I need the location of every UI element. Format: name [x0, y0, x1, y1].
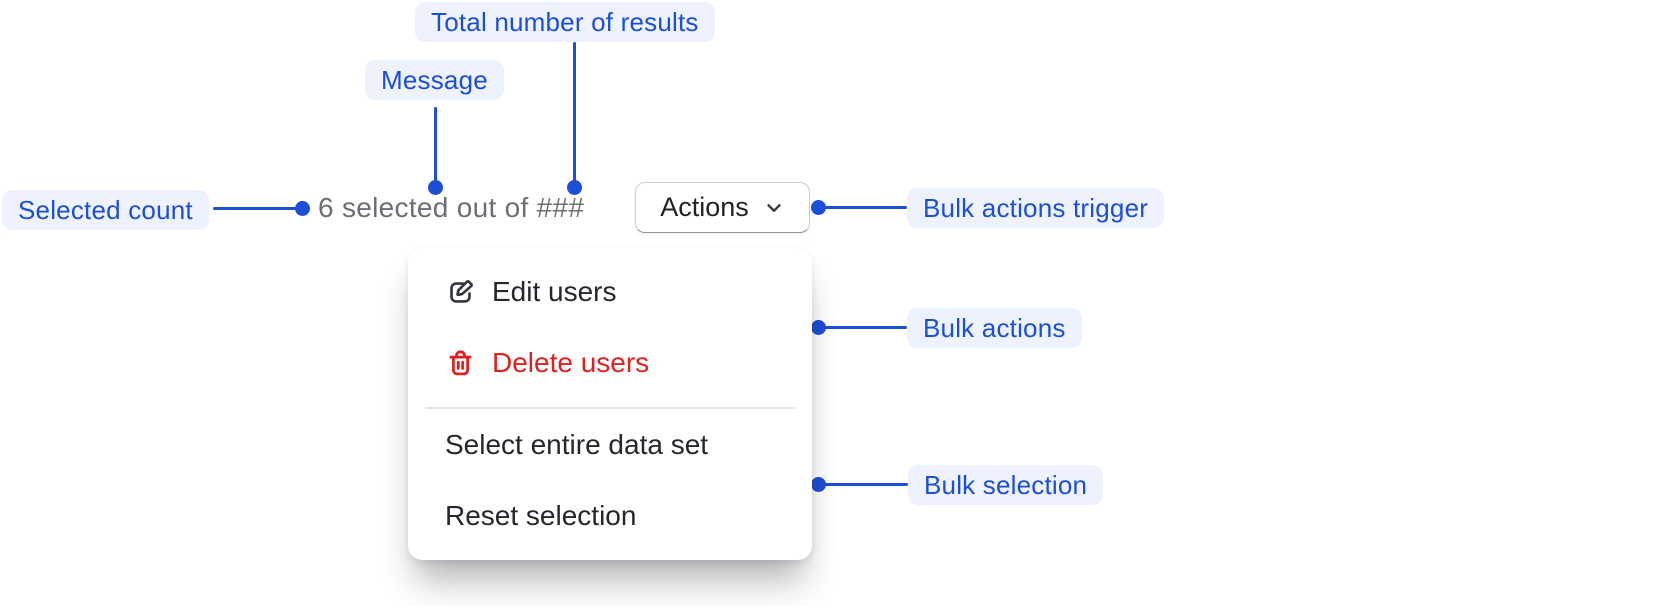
- annotation-label-total-results: Total number of results: [415, 2, 715, 42]
- connector-dot-selected-count: [295, 201, 310, 216]
- annotation-label-bulk-selection: Bulk selection: [908, 465, 1104, 505]
- menu-item-edit-users[interactable]: Edit users: [408, 262, 804, 322]
- menu-item-delete-users[interactable]: Delete users: [408, 333, 804, 393]
- menu-item-reset-selection[interactable]: Reset selection: [408, 486, 804, 546]
- annotation-label-bulk-actions-trigger: Bulk actions trigger: [907, 188, 1165, 228]
- connector-line-bulk-actions: [818, 326, 907, 329]
- menu-item-label: Edit users: [492, 276, 617, 307]
- menu-item-select-entire-data-set[interactable]: Select entire data set: [408, 415, 804, 475]
- menu-divider: [425, 407, 795, 409]
- delete-icon: [445, 348, 476, 379]
- connector-line-total-results: [573, 42, 576, 188]
- connector-line-message: [434, 107, 437, 188]
- bulk-actions-menu: Edit users Delete users Select entire da…: [408, 248, 812, 560]
- connector-dot-message: [428, 180, 443, 195]
- actions-button-label: Actions: [660, 192, 749, 222]
- bulk-actions-trigger-button[interactable]: Actions: [635, 182, 810, 233]
- connector-line-bulk-selection: [818, 483, 908, 486]
- connector-dot-total-results: [567, 180, 582, 195]
- annotation-label-message: Message: [365, 60, 504, 100]
- annotation-label-bulk-actions: Bulk actions: [907, 308, 1082, 348]
- menu-item-label: Select entire data set: [445, 429, 709, 460]
- menu-item-label: Delete users: [492, 347, 650, 378]
- annotation-label-selected-count: Selected count: [2, 190, 209, 230]
- connector-line-selected-count: [213, 207, 302, 210]
- edit-icon: [445, 277, 476, 308]
- chevron-down-icon: [763, 197, 785, 219]
- selected-count-message: 6 selected out of ###: [318, 192, 585, 223]
- menu-item-label: Reset selection: [445, 500, 637, 531]
- connector-line-bulk-actions-trigger: [818, 206, 907, 209]
